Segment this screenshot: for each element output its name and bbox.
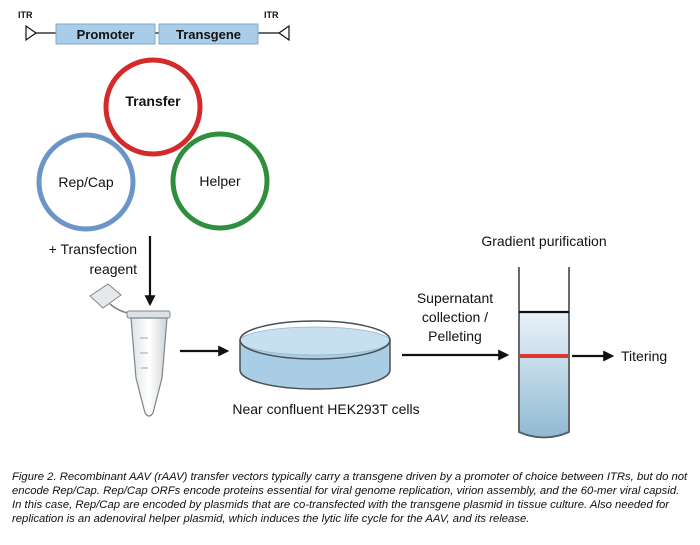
gradient-label: Gradient purification xyxy=(481,233,606,249)
itr-right-shape xyxy=(277,24,290,42)
promoter-label: Promoter xyxy=(77,27,135,42)
itr-left-shape xyxy=(25,24,38,42)
transgene-box xyxy=(158,23,259,45)
aav-production-diagram: ITR ITR Promoter Transgene Transfer Rep/… xyxy=(18,10,667,439)
dish-wall xyxy=(239,340,391,390)
dish-medium xyxy=(240,341,390,389)
culture-dish xyxy=(239,320,391,390)
titering-label: Titering xyxy=(621,348,667,364)
tube-hinge xyxy=(109,303,129,314)
repcap-plasmid-label: Rep/Cap xyxy=(58,174,113,190)
transfer-plasmid-ring xyxy=(103,57,203,157)
microcentrifuge-tube xyxy=(89,283,171,417)
column-tube xyxy=(518,267,570,439)
helper-plasmid-label: Helper xyxy=(199,173,241,189)
itr-left-label: ITR xyxy=(18,10,33,20)
figure-caption: Figure 2. Recombinant AAV (rAAV) transfe… xyxy=(12,471,688,525)
tube-body xyxy=(130,317,168,417)
transfer-plasmid-label: Transfer xyxy=(125,93,181,109)
virus-band xyxy=(520,354,568,358)
itr-right-label: ITR xyxy=(264,10,279,20)
transfection-label-line2: reagent xyxy=(90,261,138,277)
transfection-label-line1: + Transfection xyxy=(49,241,137,257)
transgene-construct: ITR ITR Promoter Transgene xyxy=(18,10,290,45)
supernatant-label-line1: Supernatant xyxy=(417,290,493,306)
tube-lid xyxy=(89,283,122,309)
column-gradient-fill xyxy=(519,312,569,438)
helper-plasmid-ring xyxy=(170,131,270,231)
transgene-label: Transgene xyxy=(176,27,241,42)
repcap-plasmid-ring xyxy=(36,132,136,232)
dish-medium-surface xyxy=(239,326,391,356)
gradient-column xyxy=(518,267,570,439)
cells-label: Near confluent HEK293T cells xyxy=(232,401,419,417)
plasmids: Transfer Rep/Cap Helper xyxy=(36,57,270,232)
supernatant-label-line2: collection / xyxy=(422,309,488,325)
dish-rim xyxy=(239,320,391,360)
tube-rim xyxy=(126,310,171,319)
supernatant-label-line3: Pelleting xyxy=(428,328,482,344)
promoter-box xyxy=(55,23,156,45)
